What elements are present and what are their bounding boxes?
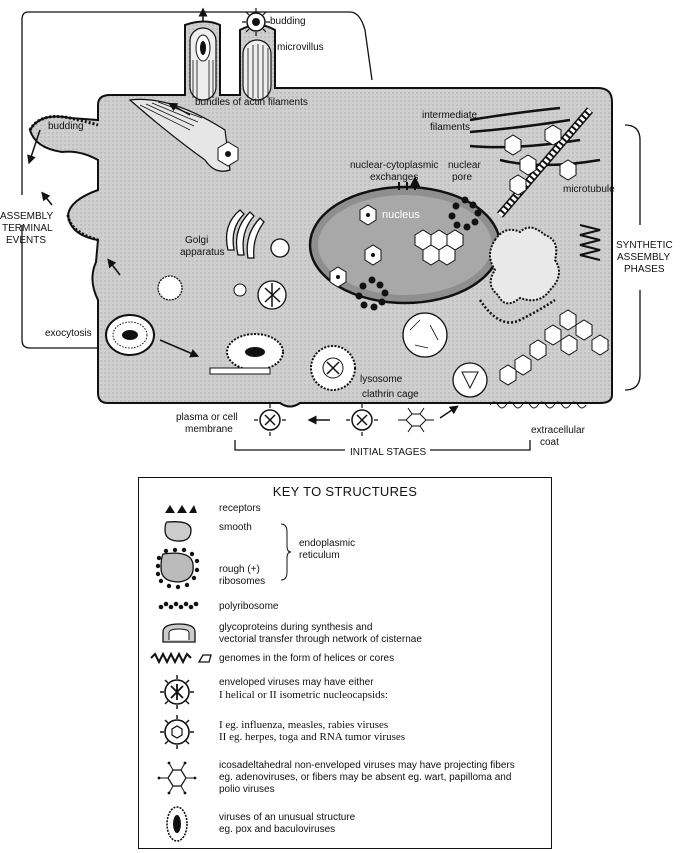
key-ex-2: II eg. herpes, toga and RNA tumor viruse…	[219, 731, 406, 743]
label-plasma-1: plasma or cell	[176, 412, 238, 423]
label-clathrin: clathrin cage	[362, 389, 419, 400]
vesicle-small	[233, 283, 247, 297]
key-ex-1: I eg. influenza, measles, rabies viruses	[219, 719, 389, 731]
microvillus-right	[242, 39, 272, 101]
label-budding-top: budding	[270, 16, 306, 27]
enveloped-isometric-virus-icon	[160, 715, 194, 749]
label-exocytosis: exocytosis	[45, 328, 92, 339]
polyribosome-icon	[158, 601, 199, 610]
golgi-apparatus	[225, 209, 265, 259]
key-to-structures: KEY TO STRUCTURES receptors smooth endop…	[138, 477, 552, 849]
label-assembly-1: ASSEMBLY	[0, 211, 53, 222]
key-polyribosome: polyribosome	[219, 601, 279, 612]
key-rough-1: rough (+)	[219, 564, 260, 575]
key-ico-3: polio viruses	[219, 784, 275, 795]
key-receptors: receptors	[219, 503, 261, 514]
label-plasma-2: membrane	[185, 424, 233, 435]
key-genomes: genomes in the form of helices or cores	[219, 653, 395, 664]
key-ico-2: eg. adenoviruses, or fibers may be absen…	[219, 772, 512, 783]
label-assembly-2: TERMINAL	[2, 223, 53, 234]
nuclear-pore-bottom	[355, 276, 389, 311]
nuclear-capsids	[329, 204, 464, 288]
label-microtubule: microtubule	[563, 184, 615, 195]
key-env-2: I helical or II isometric nucleocapsids:	[219, 689, 388, 701]
label-nc-1: nuclear-cytoplasmic	[350, 160, 438, 171]
key-unusual-2: eg. pox and baculoviruses	[219, 824, 336, 835]
microtubule	[496, 107, 594, 218]
genome-helix-icon	[150, 652, 212, 664]
key-row-receptors: receptors	[139, 502, 549, 518]
entering-virus-left	[254, 404, 286, 436]
label-microvillus: microvillus	[277, 42, 324, 53]
label-nucleus: nucleus	[382, 209, 420, 221]
er-bracket	[280, 523, 291, 581]
capsid-cluster	[499, 309, 609, 386]
intermediate-filaments	[469, 106, 601, 167]
key-ico-1: icosadeltahedral non-enveloped viruses m…	[219, 760, 515, 771]
cytoplasm-capsids	[504, 124, 577, 196]
rough-er-icon	[155, 547, 200, 590]
key-row-rough: rough (+) ribosomes	[139, 546, 549, 590]
key-row-glyco: glycoproteins during synthesis and vecto…	[139, 620, 549, 648]
key-glyco-1: glycoproteins during synthesis and	[219, 622, 373, 633]
key-er-1: endoplasmic	[299, 538, 356, 549]
label-assembly-3: EVENTS	[6, 235, 46, 246]
label-golgi-2: apparatus	[180, 247, 224, 258]
label-pore-1: nuclear	[448, 160, 481, 171]
label-synthetic-3: PHASES	[624, 264, 665, 275]
key-unusual-1: viruses of an unusual structure	[219, 812, 356, 823]
key-row-smooth: smooth	[139, 518, 549, 544]
assembly-bracket	[21, 11, 150, 349]
key-row-er: endoplasmic reticulum	[299, 538, 499, 564]
label-lysosome: lysosome	[360, 374, 403, 385]
label-extracellular-1: extracellular	[531, 425, 586, 436]
label-synthetic-1: SYNTHETIC	[616, 240, 673, 251]
virus-cell-diagram: nucleus	[0, 7, 673, 458]
entering-virus-mid	[346, 404, 378, 436]
key-er-2: reticulum	[299, 550, 340, 561]
key-rough-2: ribosomes	[219, 576, 266, 587]
icosadeltahedral-virus-icon	[157, 761, 197, 795]
key-row-enveloped: enveloped viruses may have either I heli…	[139, 674, 549, 710]
label-initial: INITIAL STAGES	[350, 447, 426, 458]
key-row-polyribosome: polyribosome	[139, 600, 549, 614]
vesicle-left	[157, 275, 183, 301]
extracellular-coat	[489, 401, 587, 409]
top-bracket	[150, 11, 373, 81]
polyribosome-helix	[579, 224, 601, 261]
label-intermediate-1: intermediate	[422, 110, 477, 121]
key-title: KEY TO STRUCTURES	[272, 484, 418, 499]
key-smooth: smooth	[219, 522, 252, 533]
nuclear-pore-top	[448, 196, 482, 231]
key-row-examples: I eg. influenza, measles, rabies viruses…	[139, 714, 549, 750]
glycoprotein-icon	[162, 623, 196, 643]
pox-virus-icon	[166, 806, 188, 842]
label-nc-2: exchanges	[370, 172, 418, 183]
key-row-icosa: icosadeltahedral non-enveloped viruses m…	[139, 758, 549, 798]
key-row-genomes: genomes in the form of helices or cores	[139, 652, 549, 666]
label-pore-2: pore	[452, 172, 472, 183]
rough-er	[489, 226, 560, 305]
smooth-er-icon	[164, 521, 192, 542]
synthetic-bracket	[624, 124, 641, 391]
label-budding-left: budding	[48, 121, 84, 132]
key-glyco-2: vectorial transfer through network of ci…	[219, 634, 422, 645]
left-budding-edge	[66, 214, 99, 242]
label-golgi-1: Golgi	[185, 235, 208, 246]
initial-bracket	[234, 440, 531, 451]
receptors-icon	[165, 505, 197, 513]
polyribosome-strip	[209, 367, 271, 375]
key-row-unusual: viruses of an unusual structure eg. pox …	[139, 804, 549, 844]
label-extracellular-2: coat	[540, 437, 559, 448]
lysosome	[402, 312, 448, 358]
enveloped-helical-virus-icon	[160, 675, 194, 709]
label-synthetic-2: ASSEMBLY	[617, 252, 670, 263]
entering-virus-right	[398, 407, 434, 433]
key-env-1: enveloped viruses may have either	[219, 677, 374, 688]
label-intermediate-2: filaments	[430, 122, 470, 133]
budding-ridge	[28, 115, 99, 131]
label-bundles: bundles of actin filaments	[195, 97, 308, 108]
